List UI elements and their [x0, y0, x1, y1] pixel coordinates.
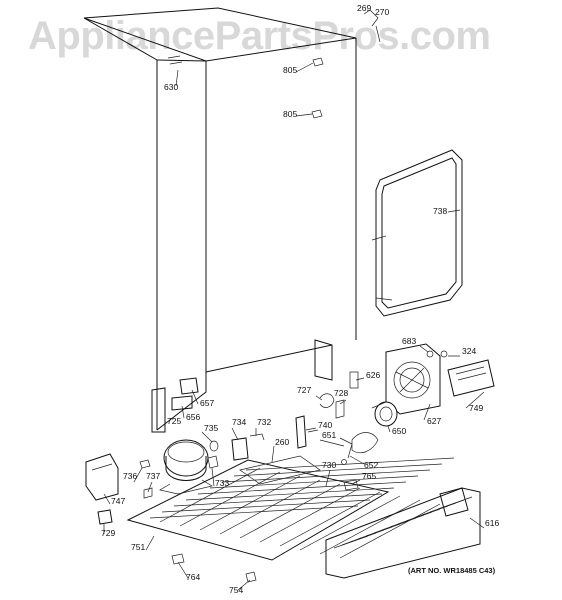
part-label-754: 754	[229, 585, 243, 595]
part-label-737: 737	[146, 471, 160, 481]
part-label-627: 627	[427, 416, 441, 426]
part-label-656: 656	[186, 412, 200, 422]
part-label-732: 732	[257, 417, 271, 427]
part-729	[97, 509, 113, 525]
condenser-coils-730	[149, 457, 455, 559]
compressor-725	[159, 439, 213, 495]
cabinet	[83, 7, 381, 433]
part-label-751: 751	[131, 542, 145, 552]
part-label-260: 260	[275, 437, 289, 447]
part-label-626: 626	[366, 370, 380, 380]
board-749	[426, 350, 495, 397]
part-label-727: 727	[297, 385, 311, 395]
part-label-730: 730	[322, 460, 336, 470]
part-label-652: 652	[364, 460, 378, 470]
part-label-683: 683	[402, 336, 416, 346]
leader-lines	[103, 62, 485, 591]
part-label-630: 630	[164, 82, 178, 92]
watermark-text: AppliancePartsPros.com	[28, 14, 491, 58]
bracket-747	[85, 453, 119, 501]
part-label-734: 734	[232, 417, 246, 427]
part-label-725: 725	[167, 416, 181, 426]
fan-bracket-627	[385, 343, 441, 415]
part-label-765: 765	[362, 471, 376, 481]
part-label-733: 733	[215, 478, 229, 488]
art-number: (ART NO. WR18485 C43)	[408, 566, 496, 575]
part-label-747: 747	[111, 496, 125, 506]
part-label-735: 735	[204, 423, 218, 433]
part-label-650: 650	[392, 426, 406, 436]
small-clips	[171, 479, 359, 583]
part-label-738: 738	[433, 206, 447, 216]
part-label-616: 616	[485, 518, 499, 528]
part-label-657: 657	[200, 398, 214, 408]
part-label-805: 805	[283, 65, 297, 75]
part-label-324: 324	[462, 346, 476, 356]
part-label-749: 749	[469, 403, 483, 413]
grille-616	[325, 487, 481, 579]
part-label-805: 805	[283, 109, 297, 119]
part-label-270: 270	[375, 7, 389, 17]
condenser-base-751	[126, 455, 390, 561]
tubing-loop-738	[371, 149, 463, 317]
part-label-729: 729	[101, 528, 115, 538]
part-label-764: 764	[186, 572, 200, 582]
part-label-651: 651	[322, 430, 336, 440]
small-parts-group	[295, 371, 359, 449]
part-label-740: 740	[318, 420, 332, 430]
part-label-269: 269	[357, 3, 371, 13]
part-label-736: 736	[123, 471, 137, 481]
fan-motor-650	[371, 401, 398, 427]
fan-blade-651	[339, 432, 379, 465]
part-label-728: 728	[334, 388, 348, 398]
